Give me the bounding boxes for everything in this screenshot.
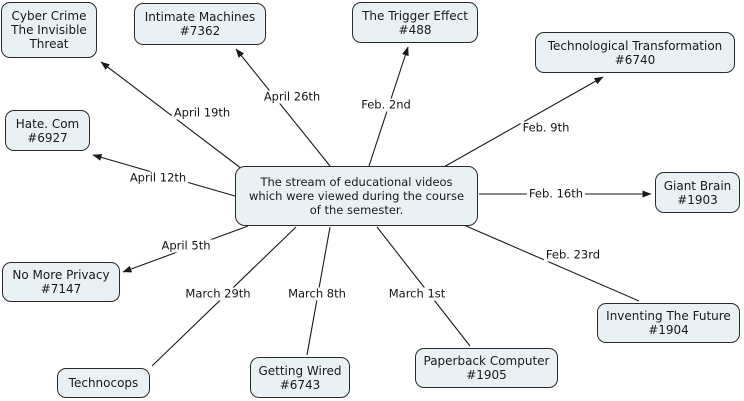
node-intimate-machines-line: #7362 <box>179 24 221 38</box>
node-intimate-machines-line: Intimate Machines <box>144 10 256 24</box>
edge-april-12th-label: April 12th <box>127 170 189 185</box>
node-cyber-crime-line: Threat <box>29 37 69 51</box>
edge-march-8th-label: March 8th <box>286 286 348 301</box>
edge-april-5th-label: April 5th <box>159 238 213 253</box>
edge-feb-23rd[interactable] <box>465 225 640 302</box>
node-trigger-effect-line: #488 <box>398 22 432 37</box>
central-topic-line: of the semester. <box>309 203 404 217</box>
node-technocops[interactable]: Technocops <box>57 368 150 398</box>
node-inventing-the-future-line: Inventing The Future <box>606 309 731 323</box>
node-inventing-the-future-line: #1904 <box>648 323 689 337</box>
node-trigger-effect-line: The Trigger Effect <box>362 8 468 23</box>
node-cyber-crime-line: The Invisible <box>11 23 87 37</box>
node-getting-wired-line: #6743 <box>279 377 321 392</box>
node-hate-com-line: #6927 <box>27 130 68 145</box>
node-no-more-privacy-line: No More Privacy <box>12 268 110 282</box>
node-hate-com-line: Hate. Com <box>15 116 80 131</box>
node-technological-transformation-line: Technological Transformation <box>547 38 723 53</box>
node-hate-com[interactable]: Hate. Com#6927 <box>5 110 90 151</box>
node-getting-wired[interactable]: Getting Wired#6743 <box>250 357 350 398</box>
node-technological-transformation-line: #6740 <box>614 52 656 67</box>
edge-march-1st[interactable] <box>376 226 471 347</box>
edge-march-1st-label: March 1st <box>386 286 448 301</box>
node-technocops-line: Technocops <box>68 376 139 390</box>
node-cyber-crime-line: Cyber Crime <box>11 9 87 23</box>
node-getting-wired-line: Getting Wired <box>258 363 342 378</box>
central-topic-line: The stream of educational videos <box>260 175 453 189</box>
node-no-more-privacy[interactable]: No More Privacy#7147 <box>2 262 120 302</box>
edge-march-29th-label: March 29th <box>183 286 253 301</box>
edge-feb-9th-label: Feb. 9th <box>520 120 572 135</box>
node-inventing-the-future[interactable]: Inventing The Future#1904 <box>597 303 740 343</box>
node-paperback-computer-line: #1905 <box>466 368 507 382</box>
node-trigger-effect[interactable]: The Trigger Effect#488 <box>352 2 478 43</box>
edge-feb-23rd-label: Feb. 23rd <box>543 247 603 262</box>
edge-april-19th-label: April 19th <box>171 105 233 120</box>
node-paperback-computer[interactable]: Paperback Computer#1905 <box>415 348 558 388</box>
node-intimate-machines[interactable]: Intimate Machines#7362 <box>134 3 266 45</box>
node-giant-brain-line: Giant Brain <box>663 178 732 193</box>
node-paperback-computer-line: Paperback Computer <box>423 354 550 368</box>
node-giant-brain[interactable]: Giant Brain#1903 <box>655 172 740 213</box>
node-technological-transformation[interactable]: Technological Transformation#6740 <box>535 32 735 73</box>
edge-feb-16th-label: Feb. 16th <box>526 186 586 201</box>
central-topic-line: which were viewed during the course <box>248 189 465 203</box>
edge-april-26th-label: April 26th <box>261 89 323 104</box>
edge-feb-2nd-label: Feb. 2nd <box>359 97 413 112</box>
node-giant-brain-line: #1903 <box>677 192 718 207</box>
edge-april-26th[interactable] <box>235 48 331 167</box>
node-no-more-privacy-line: #7147 <box>40 282 82 296</box>
